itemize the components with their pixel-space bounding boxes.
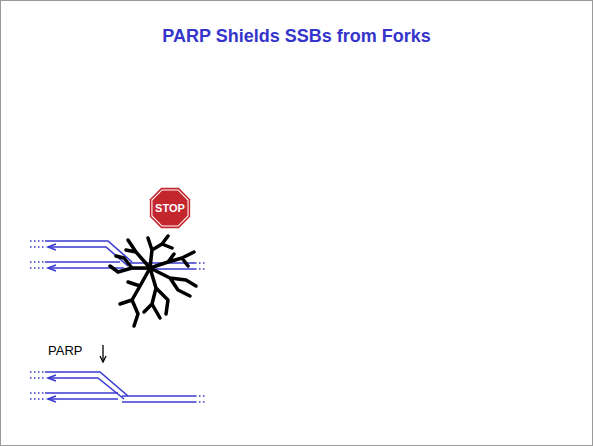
slide-title: PARP Shields SSBs from Forks — [0, 26, 593, 47]
sign-text: STOP — [155, 202, 185, 214]
enzyme-label: PARP — [48, 343, 82, 358]
stop-sign: STOP — [149, 187, 191, 229]
